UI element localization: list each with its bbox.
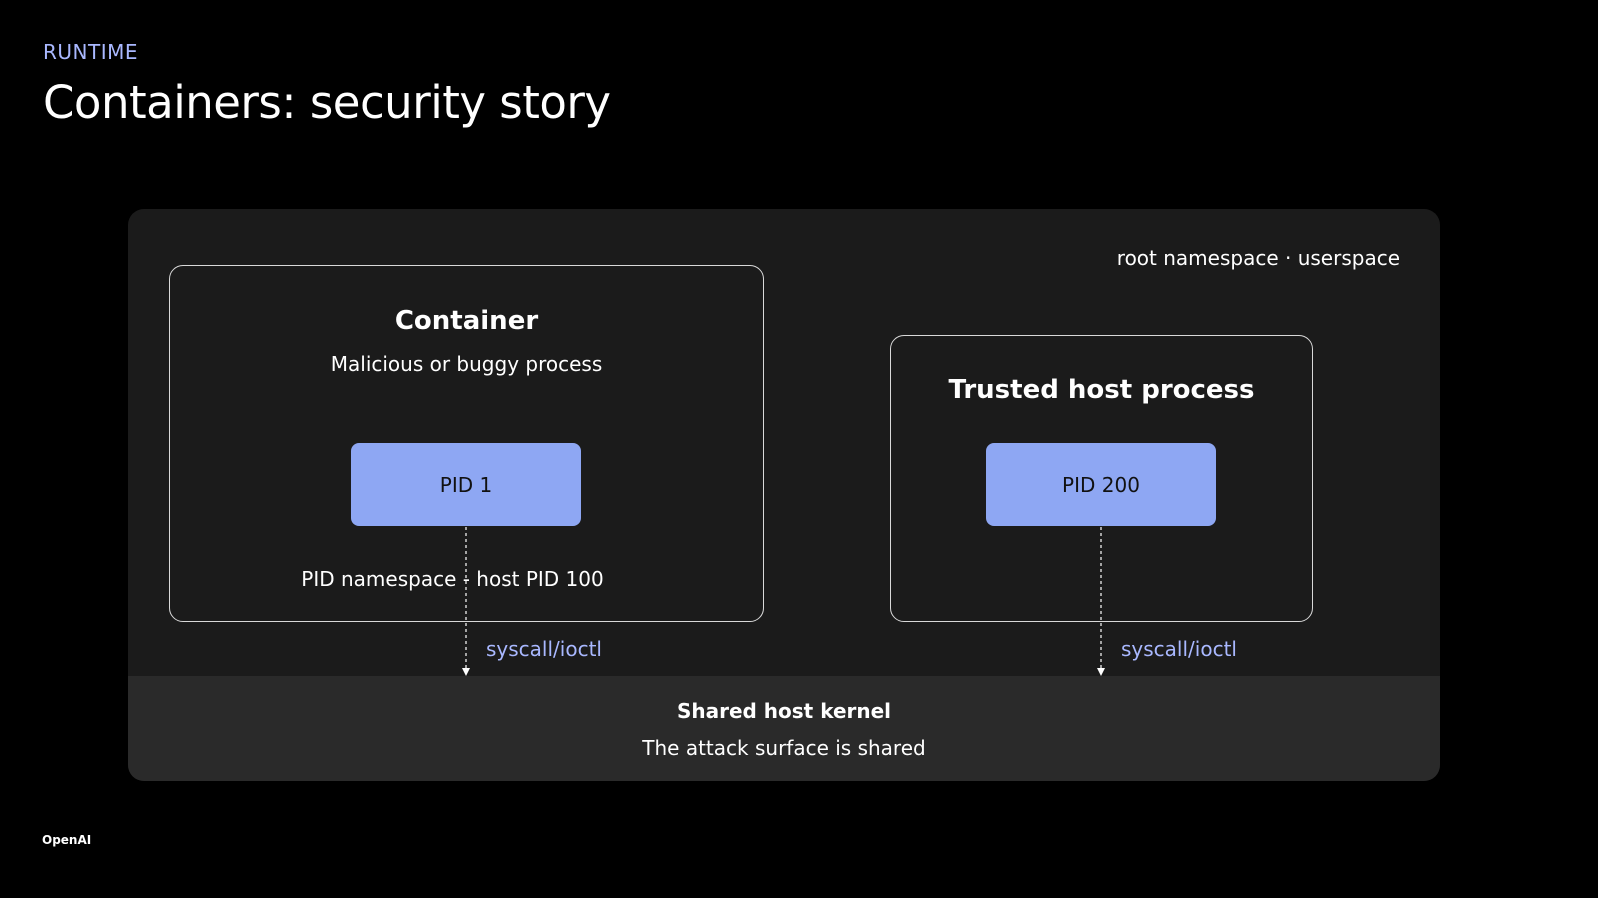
- host-syscall-label: syscall/ioctl: [1121, 637, 1237, 661]
- kernel-subtitle: The attack surface is shared: [642, 736, 926, 760]
- slide-title: Containers: security story: [43, 76, 611, 129]
- section-eyebrow: RUNTIME: [43, 40, 139, 64]
- brand-logo: OpenAI: [42, 833, 92, 847]
- trusted-host-box: Trusted host process PID 200: [890, 335, 1313, 622]
- container-syscall-label: syscall/ioctl: [486, 637, 602, 661]
- pid-namespace-note: PID namespace - host PID 100: [301, 567, 604, 591]
- pid-200-label: PID 200: [1062, 472, 1140, 497]
- namespace-label: root namespace · userspace: [1116, 246, 1400, 270]
- pid-1-node: PID 1: [351, 443, 581, 526]
- diagram-panel: root namespace · userspace Container Mal…: [128, 209, 1440, 781]
- pid-200-node: PID 200: [986, 443, 1216, 526]
- trusted-host-title: Trusted host process: [948, 375, 1255, 405]
- kernel-band: [128, 676, 1440, 781]
- pid-1-label: PID 1: [439, 472, 493, 497]
- kernel-title: Shared host kernel: [676, 699, 892, 723]
- container-box: Container Malicious or buggy process PID…: [169, 265, 764, 622]
- container-subtitle: Malicious or buggy process: [330, 352, 603, 376]
- container-title: Container: [394, 306, 539, 336]
